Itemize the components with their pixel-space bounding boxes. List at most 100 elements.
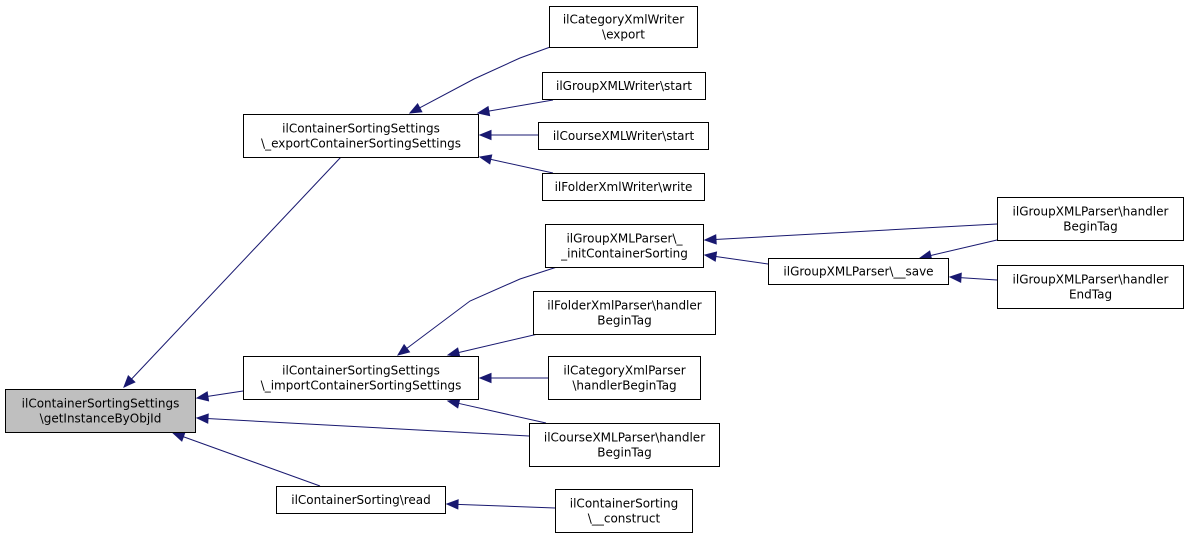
node-box[interactable]: [549, 6, 698, 48]
node-catWriterExport[interactable]: ilCategoryXmlWriter\export: [549, 6, 698, 48]
node-label-line: ilCategoryXmlParser: [563, 364, 685, 378]
node-box[interactable]: [529, 423, 720, 467]
node-folderParserBegin[interactable]: ilFolderXmlParser\handlerBeginTag: [533, 291, 716, 335]
node-label-line: ilContainerSorting: [570, 497, 678, 511]
edge-export-to-root: [123, 156, 342, 388]
arrow-head: [703, 234, 717, 245]
edge-folderWriterWrite-to-export: [478, 154, 554, 174]
edge-line: [929, 239, 998, 257]
node-box[interactable]: [243, 114, 479, 158]
node-import[interactable]: ilContainerSortingSettings\_importContai…: [243, 356, 479, 400]
node-label-line: _initContainerSorting: [560, 247, 688, 261]
edges-layer: [123, 45, 998, 510]
node-root[interactable]: ilContainerSortingSettings\getInstanceBy…: [5, 389, 196, 433]
arrow-head: [171, 431, 186, 442]
node-box[interactable]: [542, 173, 705, 201]
node-label-line: \__construct: [588, 512, 661, 526]
edge-line: [206, 390, 244, 397]
node-box[interactable]: [545, 224, 704, 268]
edge-groupParserSave-to-groupParserInit: [703, 251, 769, 265]
arrow-head: [478, 372, 492, 384]
node-box[interactable]: [548, 356, 701, 400]
edge-line: [457, 333, 539, 354]
edge-courseWriterStart-to-export: [478, 129, 538, 141]
edge-catParserBegin-to-import: [478, 372, 548, 384]
edge-groupWriterStart-to-export: [476, 99, 554, 117]
arrow-head: [195, 413, 209, 424]
node-folderWriterWrite[interactable]: ilFolderXmlWriter\write: [542, 173, 705, 201]
node-label-line: ilCourseXMLParser\handler: [544, 431, 705, 445]
edge-line: [405, 266, 558, 350]
node-label-line: \getInstanceByObjId: [40, 412, 162, 426]
edge-line: [456, 503, 556, 509]
node-label-line: ilGroupXMLParser\__save: [783, 265, 933, 279]
arrow-head: [195, 391, 210, 402]
node-groupParserBegin[interactable]: ilGroupXMLParser\handlerBeginTag: [997, 197, 1184, 241]
node-label-line: ilFolderXmlParser\handler: [547, 299, 701, 313]
node-read[interactable]: ilContainerSorting\read: [276, 486, 446, 514]
edge-line: [130, 156, 342, 381]
edge-groupParserBegin-to-groupParserInit: [703, 223, 998, 245]
node-box[interactable]: [5, 389, 196, 433]
edge-line: [489, 158, 554, 174]
arrow-head: [446, 398, 461, 409]
node-label-line: ilGroupXMLParser\handler: [1013, 205, 1169, 219]
node-label-line: ilContainerSortingSettings: [22, 397, 180, 411]
node-label-line: ilGroupXMLParser\handler: [1013, 273, 1169, 287]
node-box[interactable]: [768, 258, 949, 285]
edge-line: [714, 223, 998, 240]
node-courseWriterStart[interactable]: ilCourseXMLWriter\start: [538, 122, 709, 150]
node-courseParserBegin[interactable]: ilCourseXMLParser\handlerBeginTag: [529, 423, 720, 467]
edge-folderParserBegin-to-import: [446, 333, 539, 358]
node-label-line: \handlerBeginTag: [572, 379, 676, 393]
arrow-head: [476, 105, 491, 117]
node-groupParserInit[interactable]: ilGroupXMLParser\__initContainerSorting: [545, 224, 704, 268]
node-box[interactable]: [997, 197, 1184, 241]
node-label-line: BeginTag: [597, 314, 652, 328]
arrow-head: [446, 347, 461, 358]
edge-catWriterExport-to-export: [408, 45, 554, 114]
edge-groupParserBegin-to-groupParserSave: [918, 239, 998, 261]
node-label-line: ilContainerSorting\read: [291, 493, 431, 507]
node-label-line: ilCourseXMLWriter\start: [553, 129, 695, 143]
node-catParserBegin[interactable]: ilCategoryXmlParser\handlerBeginTag: [548, 356, 701, 400]
edge-import-to-root: [195, 390, 244, 402]
node-label-line: ilCategoryXmlWriter: [563, 13, 684, 27]
arrow-head: [478, 154, 493, 165]
node-box[interactable]: [542, 72, 706, 100]
arrow-head: [445, 499, 459, 510]
node-label-line: ilContainerSortingSettings: [282, 122, 440, 136]
arrow-head: [478, 129, 492, 141]
node-sortingConstruct[interactable]: ilContainerSorting\__construct: [555, 489, 693, 533]
node-box[interactable]: [243, 356, 479, 400]
node-groupParserSave[interactable]: ilGroupXMLParser\__save: [768, 258, 949, 285]
edge-line: [714, 255, 769, 265]
edge-line: [487, 99, 554, 112]
node-box[interactable]: [555, 489, 693, 533]
arrow-head: [703, 251, 718, 262]
node-box[interactable]: [533, 291, 716, 335]
node-label-line: \_exportContainerSortingSettings: [261, 137, 461, 151]
edge-sortingConstruct-to-read: [445, 499, 556, 510]
edge-courseParserBegin-to-import: [446, 398, 547, 424]
edge-line: [182, 435, 321, 487]
arrow-head: [396, 343, 411, 356]
node-label-line: ilFolderXmlWriter\write: [555, 180, 693, 194]
node-box[interactable]: [997, 265, 1184, 309]
edge-line: [206, 418, 530, 437]
node-label-line: ilGroupXMLParser\_: [566, 232, 683, 246]
node-label-line: \_importContainerSortingSettings: [261, 379, 462, 393]
edge-read-to-root: [171, 431, 321, 487]
node-box[interactable]: [276, 486, 446, 514]
edge-line: [457, 402, 547, 424]
arrow-head: [948, 272, 962, 283]
node-groupWriterStart[interactable]: ilGroupXMLWriter\start: [542, 72, 706, 100]
node-label-line: BeginTag: [597, 446, 652, 460]
arrow-head: [408, 102, 423, 114]
node-box[interactable]: [538, 122, 709, 150]
node-label-line: BeginTag: [1063, 220, 1118, 234]
node-export[interactable]: ilContainerSortingSettings\_exportContai…: [243, 114, 479, 158]
